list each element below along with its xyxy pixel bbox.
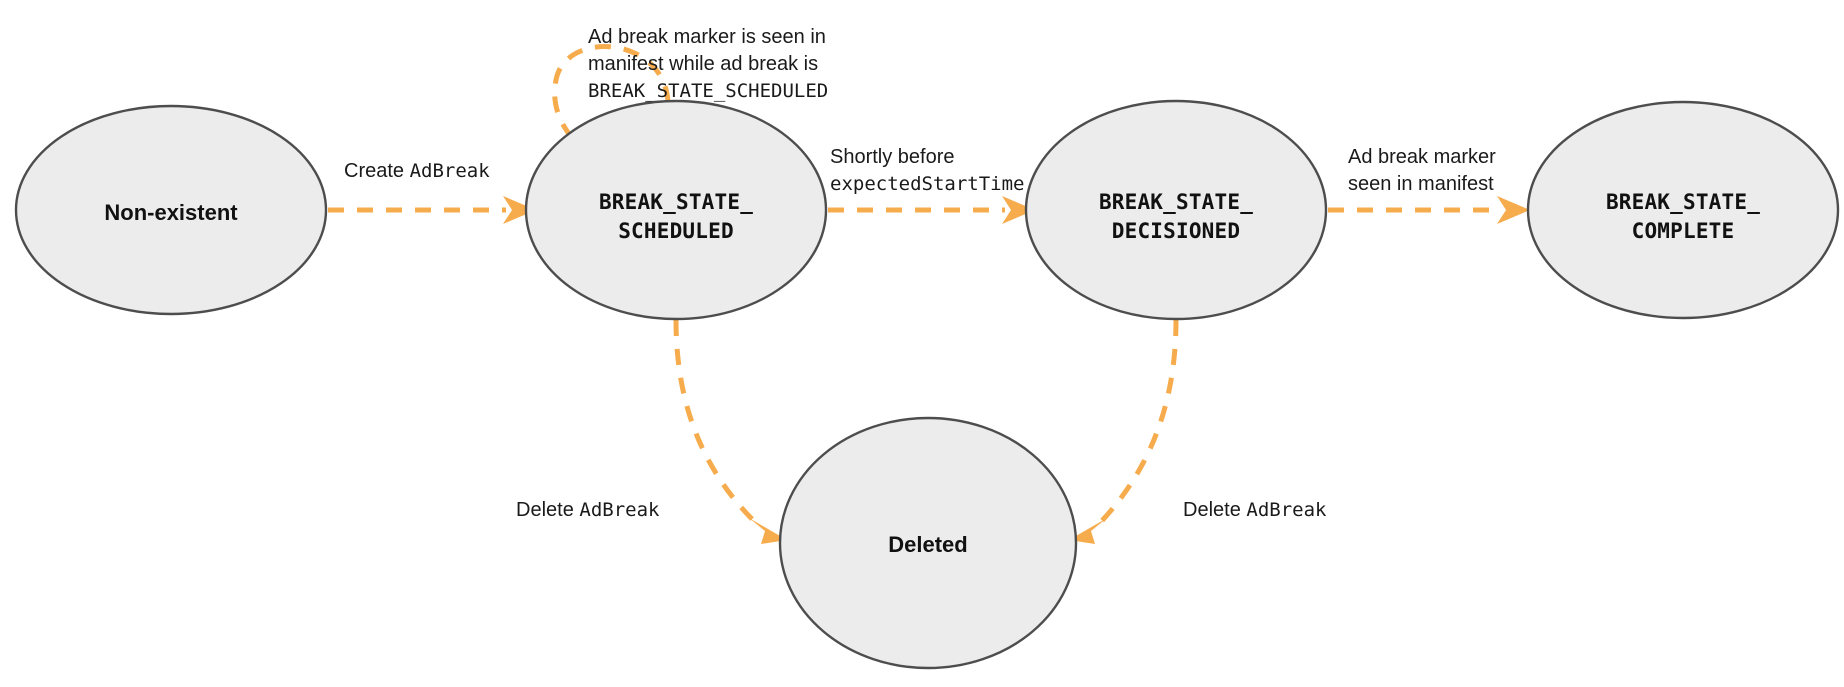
edge-self-loop-scheduled-label-line1: Ad break marker is seen in — [588, 26, 826, 48]
edge-create-adbreak-label-mono: AdBreak — [410, 160, 491, 182]
edge-create-adbreak[interactable]: Create AdBreak — [328, 160, 536, 224]
edge-self-loop-scheduled[interactable]: Ad break marker is seen in manifest whil… — [552, 26, 829, 155]
edge-create-adbreak-label-plain: Create — [344, 160, 410, 182]
edge-scheduled-to-deleted-path — [673, 319, 762, 529]
edge-decisioned-to-deleted-label-plain: Delete — [1183, 499, 1246, 521]
node-deleted[interactable]: Deleted — [778, 416, 1078, 670]
node-deleted-shape — [778, 416, 1078, 670]
edge-decisioned-to-complete[interactable]: Ad break marker seen in manifest — [1328, 146, 1530, 224]
edge-create-adbreak-label: Create AdBreak — [344, 160, 490, 182]
edge-self-loop-scheduled-label-line3: BREAK_STATE_SCHEDULED — [588, 80, 828, 102]
node-break-state-complete-label-line2: COMPLETE — [1632, 219, 1735, 243]
node-non-existent-label: Non-existent — [104, 200, 238, 225]
node-break-state-decisioned-shape — [1024, 99, 1328, 321]
node-break-state-decisioned[interactable]: BREAK_STATE_ DECISIONED — [1024, 99, 1328, 321]
edge-decisioned-to-complete-label-line2: seen in manifest — [1348, 173, 1494, 195]
node-break-state-scheduled-label-line1: BREAK_STATE_ — [599, 190, 753, 214]
node-break-state-decisioned-label-line2: DECISIONED — [1112, 219, 1240, 243]
edge-scheduled-to-deleted[interactable]: Delete AdBreak — [516, 319, 787, 544]
edge-scheduled-to-decisioned-label-line2: expectedStartTime — [830, 173, 1024, 195]
edge-scheduled-to-deleted-label-plain: Delete — [516, 499, 579, 521]
edge-self-loop-scheduled-path — [552, 44, 671, 140]
node-non-existent-shape — [14, 104, 328, 316]
edge-decisioned-to-complete-arrowhead — [1497, 196, 1530, 224]
edge-scheduled-to-decisioned[interactable]: Shortly before expectedStartTime — [828, 146, 1035, 224]
edge-scheduled-to-decisioned-label-line1: Shortly before — [830, 146, 955, 168]
node-non-existent[interactable]: Non-existent — [14, 104, 328, 316]
edge-decisioned-to-deleted-path — [1094, 319, 1179, 529]
edge-decisioned-to-deleted-arrowhead — [1069, 518, 1107, 544]
edge-decisioned-to-deleted[interactable]: Delete AdBreak — [1069, 319, 1327, 544]
edge-scheduled-to-deleted-label: Delete AdBreak — [516, 499, 660, 521]
edge-scheduled-to-deleted-arrowhead — [749, 518, 787, 544]
node-break-state-complete-shape — [1526, 100, 1840, 320]
edge-scheduled-to-decisioned-arrowhead — [1002, 196, 1035, 224]
edge-create-adbreak-arrowhead — [503, 196, 536, 224]
node-break-state-decisioned-label-line1: BREAK_STATE_ — [1099, 190, 1253, 214]
edge-self-loop-scheduled-label-line2: manifest while ad break is — [588, 53, 818, 75]
node-break-state-complete[interactable]: BREAK_STATE_ COMPLETE — [1526, 100, 1840, 320]
node-break-state-scheduled-label-line2: SCHEDULED — [618, 219, 734, 243]
node-break-state-scheduled-shape — [524, 99, 828, 321]
edge-scheduled-to-deleted-label-mono: AdBreak — [579, 499, 660, 521]
edge-decisioned-to-complete-label-line1: Ad break marker — [1348, 146, 1496, 168]
node-deleted-label: Deleted — [888, 532, 967, 557]
node-break-state-scheduled[interactable]: BREAK_STATE_ SCHEDULED — [524, 99, 828, 321]
edge-decisioned-to-deleted-label-mono: AdBreak — [1246, 499, 1327, 521]
edge-decisioned-to-deleted-label: Delete AdBreak — [1183, 499, 1327, 521]
node-break-state-complete-label-line1: BREAK_STATE_ — [1606, 190, 1760, 214]
